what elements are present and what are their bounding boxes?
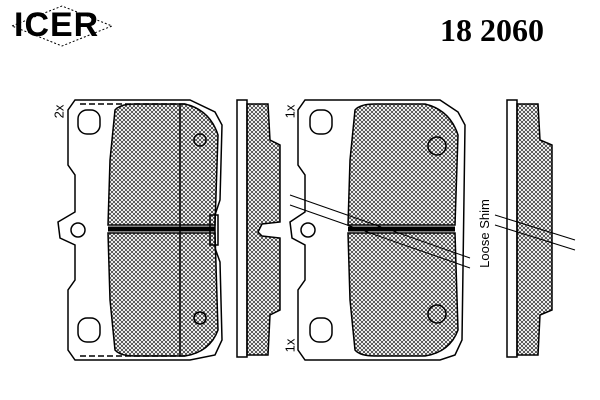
pad-side-view-right bbox=[494, 99, 576, 358]
quantity-label-right-pad-bottom: 1x bbox=[282, 338, 298, 353]
pad-front-view-right bbox=[289, 99, 471, 361]
pad-front-view-left bbox=[57, 99, 223, 361]
quantity-label-right-pad-top: 1x bbox=[282, 104, 298, 119]
pad-side-view-left bbox=[236, 99, 281, 358]
part-number: 18 2060 bbox=[440, 12, 544, 48]
quantity-label-left-pad: 2x bbox=[51, 104, 67, 119]
loose-shim-label: Loose Shim bbox=[476, 199, 492, 268]
brand-logo: ICER bbox=[14, 6, 100, 44]
